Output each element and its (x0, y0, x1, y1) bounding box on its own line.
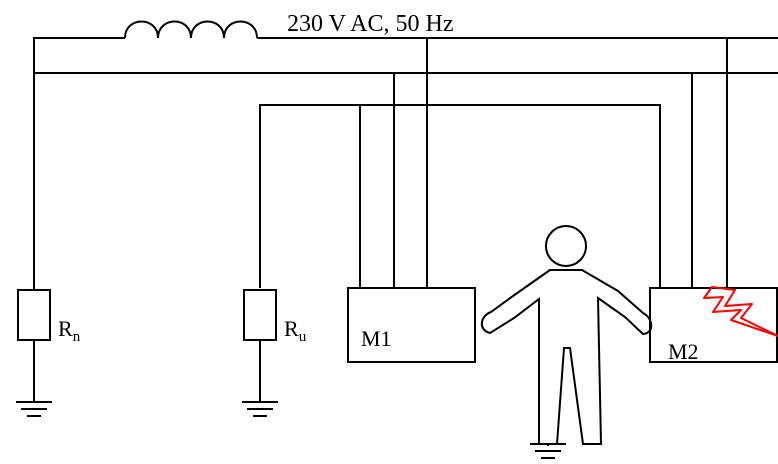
m2-connections (691, 38, 728, 288)
resistor-ru: Ru (242, 289, 307, 417)
inductor-coil (124, 20, 258, 39)
m1-label: M1 (361, 326, 392, 351)
person-figure (480, 225, 653, 459)
m2-label: M2 (668, 339, 699, 364)
svg-text:Rn: Rn (58, 316, 81, 345)
svg-text:Ru: Ru (284, 316, 307, 345)
resistor-rn: Rn (16, 289, 81, 417)
ru-subscript: u (299, 329, 307, 345)
ground-symbol-ru (242, 401, 278, 417)
machine-m1: M1 (347, 287, 476, 363)
m1-connections (359, 38, 428, 288)
pe-line (259, 104, 661, 288)
lightning-bolt-icon (703, 286, 778, 337)
ru-label: R (284, 316, 299, 341)
supply-line (33, 20, 778, 305)
ground-symbol-rn (16, 401, 52, 417)
rn-label: R (58, 316, 73, 341)
supply-label: 230 V AC, 50 Hz (287, 11, 453, 37)
person-body (480, 269, 653, 445)
person-head (545, 225, 587, 267)
rn-subscript: n (73, 329, 81, 345)
ground-symbol-person (530, 443, 566, 459)
